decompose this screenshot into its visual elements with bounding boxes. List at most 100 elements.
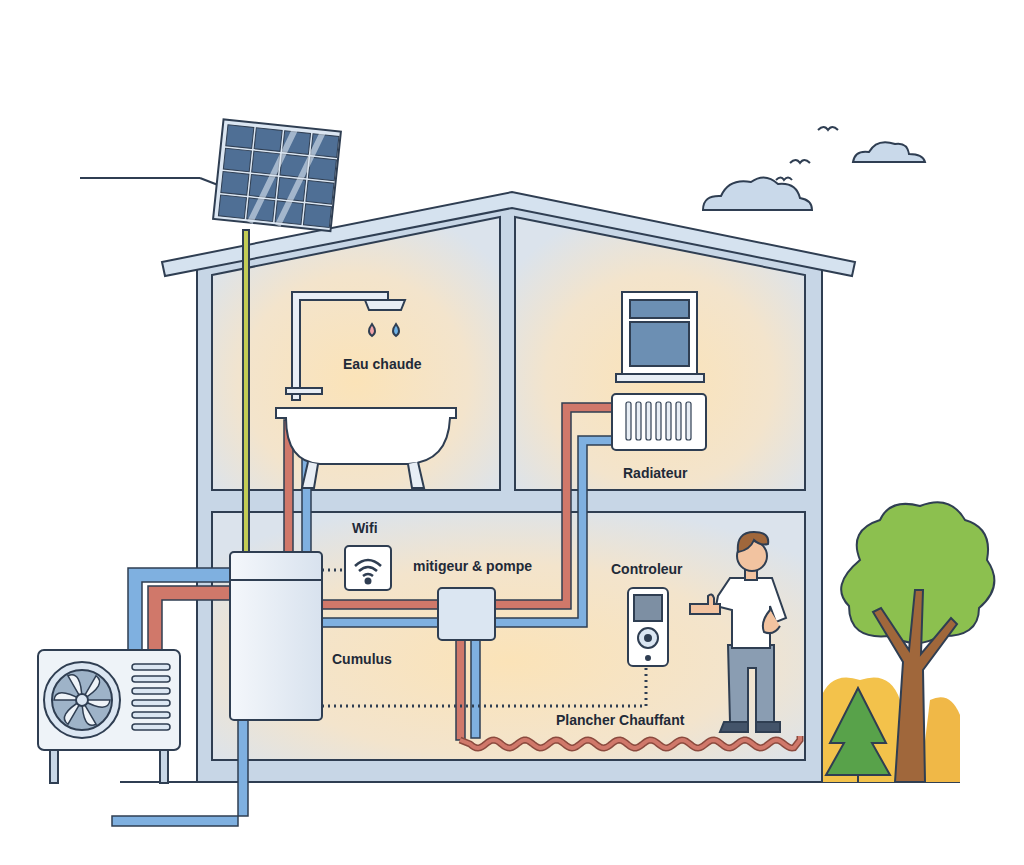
bathtub	[276, 408, 456, 464]
part-label: Plancher Chauffant	[556, 713, 684, 728]
sky	[703, 127, 925, 210]
equipment	[646, 656, 650, 660]
solar-cell	[303, 204, 331, 228]
bird	[790, 160, 810, 163]
heat-pump	[52, 670, 112, 730]
radiator-fin	[666, 402, 671, 440]
equipment	[638, 628, 658, 648]
bedroom	[515, 217, 805, 490]
bedroom-fixtures	[630, 300, 689, 318]
solar-cell	[223, 148, 251, 172]
hand	[690, 594, 720, 614]
faucet	[286, 388, 322, 394]
solar-cell	[221, 172, 249, 196]
cold-pipe	[495, 436, 615, 627]
solar-cable	[243, 230, 249, 552]
bird	[818, 127, 838, 130]
leader-line	[80, 177, 200, 179]
wifi-box	[345, 546, 391, 590]
shirt	[716, 578, 786, 648]
cold-pipe	[322, 618, 438, 627]
solar-cell	[254, 128, 282, 152]
grille-slat	[132, 664, 170, 670]
controller-screen	[634, 595, 662, 621]
outdoor-unit	[38, 650, 180, 750]
bush	[920, 697, 960, 782]
wifi-icon	[355, 560, 381, 576]
solar-cell	[306, 180, 334, 204]
ground-floor	[212, 512, 805, 760]
solar-panel	[218, 123, 339, 231]
radiator-fin	[646, 402, 651, 440]
part-label: Eau chaude	[343, 357, 422, 372]
pipes	[112, 403, 800, 826]
solar-cell	[218, 195, 246, 219]
tree-trunk	[873, 590, 957, 782]
bathroom	[212, 217, 500, 490]
floor-heating	[460, 736, 800, 748]
controller-link	[322, 668, 646, 706]
trees	[857, 775, 859, 782]
equipment	[230, 579, 322, 581]
window	[622, 292, 697, 374]
solar-panel	[80, 119, 341, 552]
radiator-fin	[626, 402, 631, 440]
panel-frame	[213, 119, 341, 231]
grille-slat	[132, 724, 170, 730]
heat-pump	[132, 664, 170, 730]
cold-drop	[393, 324, 399, 336]
radiator-fin	[636, 402, 641, 440]
floor-heating	[460, 736, 800, 748]
part-label: mitigeur & pompe	[413, 559, 532, 574]
person	[690, 532, 786, 732]
bedroom-fixtures	[612, 292, 706, 450]
radiator-fin	[676, 402, 681, 440]
hair	[738, 532, 768, 552]
cold-pipe	[471, 640, 480, 738]
radiator-fin	[686, 402, 691, 440]
tub-foot	[408, 462, 424, 488]
pants	[728, 645, 774, 722]
shower-head	[365, 300, 405, 310]
part-label: Wifi	[352, 521, 378, 536]
cumulus-tank	[230, 552, 322, 720]
grille-slat	[132, 712, 170, 718]
solar-cell	[226, 125, 254, 149]
cloud	[853, 142, 925, 162]
radiator-fin	[656, 402, 661, 440]
grille-slat	[132, 688, 170, 694]
window-glass	[630, 322, 689, 366]
glare	[250, 126, 323, 229]
equipment	[645, 635, 651, 641]
controller	[628, 588, 668, 666]
hot-pipe	[456, 640, 465, 740]
wifi-link	[322, 569, 345, 572]
hot-pipe	[148, 586, 230, 655]
fan	[44, 662, 120, 738]
bathroom-fixtures	[276, 292, 456, 488]
hot-pipe	[495, 403, 615, 609]
radiator	[612, 394, 706, 450]
solar-panel	[213, 119, 341, 231]
house-wall	[197, 205, 822, 782]
equipment	[366, 579, 371, 584]
cloud	[703, 177, 812, 210]
heat-pump	[38, 650, 180, 783]
bird	[776, 178, 792, 181]
solar-cell	[308, 157, 336, 181]
window-sill	[616, 374, 704, 382]
part-label: Cumulus	[332, 652, 392, 667]
heat-pump	[54, 675, 110, 725]
grille-slat	[132, 700, 170, 706]
part-label: Radiateur	[623, 466, 688, 481]
heat-pump	[76, 694, 88, 706]
hot-drop	[369, 324, 375, 336]
tub-foot	[302, 462, 318, 488]
hand	[763, 610, 780, 633]
bedroom-fixtures	[626, 402, 691, 440]
house	[162, 192, 855, 782]
bush	[820, 678, 905, 783]
